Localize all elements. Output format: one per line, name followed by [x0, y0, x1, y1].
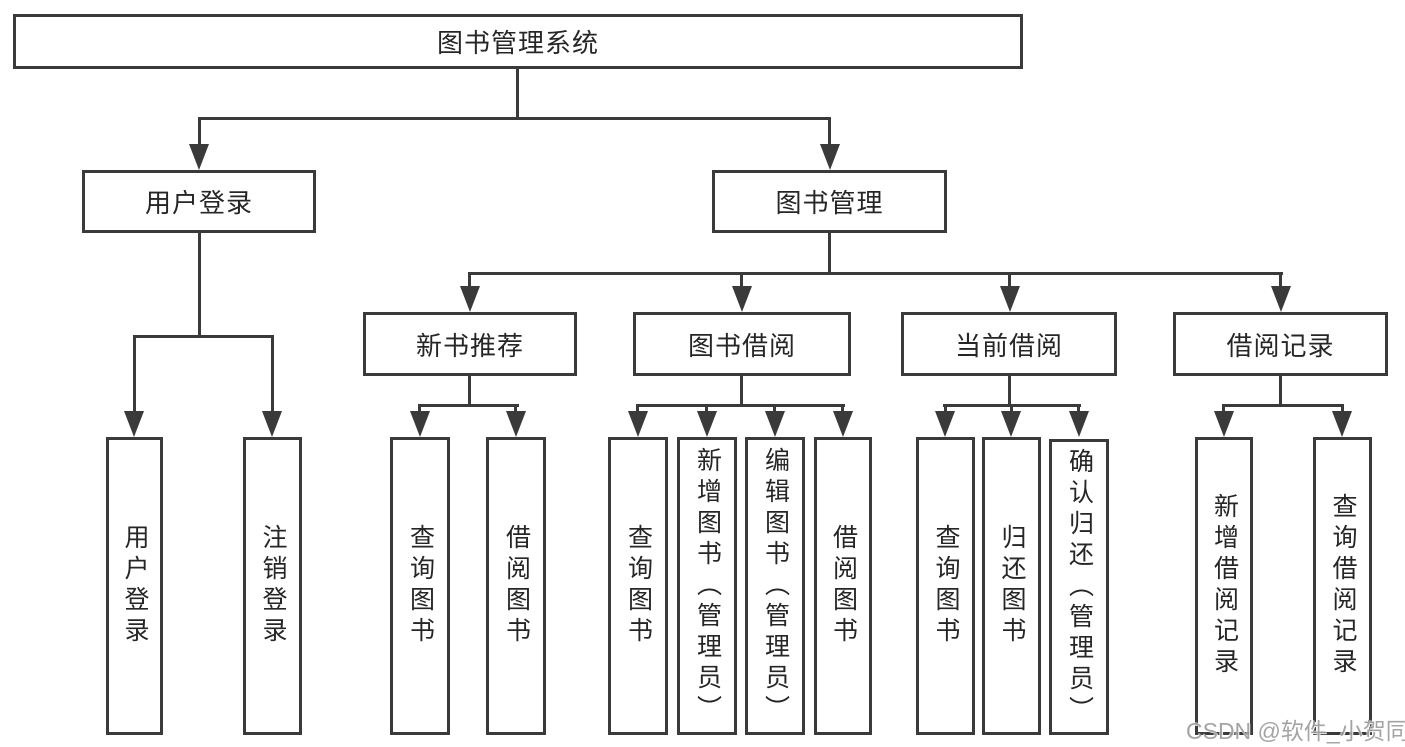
connector-line — [1341, 405, 1344, 414]
leaf-current-query-books: 查询图书 — [916, 437, 975, 735]
connector-line — [1279, 376, 1282, 407]
leaf-logout: 注销登录 — [243, 437, 302, 735]
connector-line — [271, 336, 274, 414]
node-library-system: 图书管理系统 — [13, 14, 1023, 69]
connector-line — [705, 405, 708, 414]
leaf-records-query-record: 查询借阅记录 — [1313, 437, 1372, 735]
connector-line — [468, 376, 471, 407]
leaf-borrowing-query-books: 查询图书 — [608, 437, 668, 735]
connector-line — [1279, 273, 1282, 289]
connector-line — [516, 69, 519, 117]
leaf-label: 新增图书（管理员） — [693, 446, 722, 726]
connector-line — [1077, 405, 1080, 414]
connector-line — [418, 404, 519, 407]
arrow-down-icon — [124, 411, 144, 437]
arrow-down-icon — [262, 411, 282, 437]
arrow-down-icon — [1069, 411, 1089, 437]
connector-line — [841, 405, 844, 414]
connector-line — [1008, 376, 1011, 407]
leaf-current-confirm-return-admin: 确认归还（管理员） — [1049, 439, 1109, 735]
leaf-user-login: 用户登录 — [106, 437, 163, 735]
leaf-label: 查询图书 — [932, 524, 960, 648]
connector-line — [418, 405, 421, 414]
connector-line — [514, 405, 517, 414]
leaf-recommend-query-books: 查询图书 — [390, 437, 450, 735]
connector-line — [740, 273, 743, 289]
node-book-borrowing: 图书借阅 — [633, 312, 851, 376]
leaf-label: 查询图书 — [406, 524, 435, 648]
arrow-down-icon — [1271, 286, 1291, 312]
node-book-management: 图书管理 — [712, 170, 947, 233]
leaf-label: 借阅图书 — [829, 524, 858, 648]
connector-line — [636, 404, 845, 407]
arrow-down-icon — [1332, 411, 1352, 437]
connector-line — [740, 376, 743, 407]
arrow-down-icon — [820, 144, 840, 170]
leaf-label: 新增借阅记录 — [1210, 493, 1239, 679]
leaf-label: 借阅图书 — [502, 524, 531, 648]
connector-line — [1010, 405, 1013, 414]
connector-line — [198, 117, 831, 120]
arrow-down-icon — [1214, 411, 1234, 437]
connector-line — [1222, 404, 1344, 407]
node-current-borrowing: 当前借阅 — [901, 312, 1117, 376]
node-new-book-recommend: 新书推荐 — [363, 312, 577, 376]
connector-line — [1222, 405, 1225, 414]
leaf-borrowing-borrow-books: 借阅图书 — [814, 437, 872, 735]
connector-line — [133, 335, 274, 338]
leaf-label: 注销登录 — [259, 524, 287, 648]
connector-line — [198, 118, 201, 148]
csdn-watermark: CSDN @软件_小贺同学 — [1186, 718, 1405, 744]
connector-line — [773, 405, 776, 414]
leaf-current-return-books: 归还图书 — [982, 437, 1041, 735]
node-user-login: 用户登录 — [82, 170, 316, 233]
leaf-borrowing-edit-books-admin: 编辑图书（管理员） — [745, 437, 805, 735]
node-borrowing-records: 借阅记录 — [1173, 312, 1388, 376]
arrow-down-icon — [1000, 286, 1020, 312]
arrow-down-icon — [1001, 411, 1021, 437]
connector-line — [944, 405, 947, 414]
connector-line — [1008, 273, 1011, 289]
arrow-down-icon — [732, 286, 752, 312]
leaf-recommend-borrow-books: 借阅图书 — [486, 437, 546, 735]
connector-line — [828, 233, 831, 274]
connector-line — [198, 233, 201, 336]
connector-line — [468, 272, 1283, 275]
arrow-down-icon — [765, 411, 785, 437]
arrow-down-icon — [506, 411, 526, 437]
arrow-down-icon — [935, 411, 955, 437]
leaf-label: 用户登录 — [121, 524, 149, 648]
arrow-down-icon — [189, 144, 209, 170]
arrow-down-icon — [833, 411, 853, 437]
leaf-label: 确认归还（管理员） — [1065, 447, 1094, 727]
connector-line — [828, 118, 831, 148]
leaf-label: 查询借阅记录 — [1329, 493, 1357, 679]
connector-line — [636, 405, 639, 414]
leaf-records-add-record: 新增借阅记录 — [1195, 437, 1253, 735]
leaf-borrowing-add-books-admin: 新增图书（管理员） — [677, 437, 737, 735]
arrow-down-icon — [460, 286, 480, 312]
connector-line — [468, 273, 471, 289]
leaf-label: 归还图书 — [998, 524, 1026, 648]
arrow-down-icon — [628, 411, 648, 437]
connector-line — [133, 336, 136, 414]
leaf-label: 编辑图书（管理员） — [761, 446, 790, 726]
arrow-down-icon — [697, 411, 717, 437]
arrow-down-icon — [410, 411, 430, 437]
leaf-label: 查询图书 — [624, 524, 653, 648]
